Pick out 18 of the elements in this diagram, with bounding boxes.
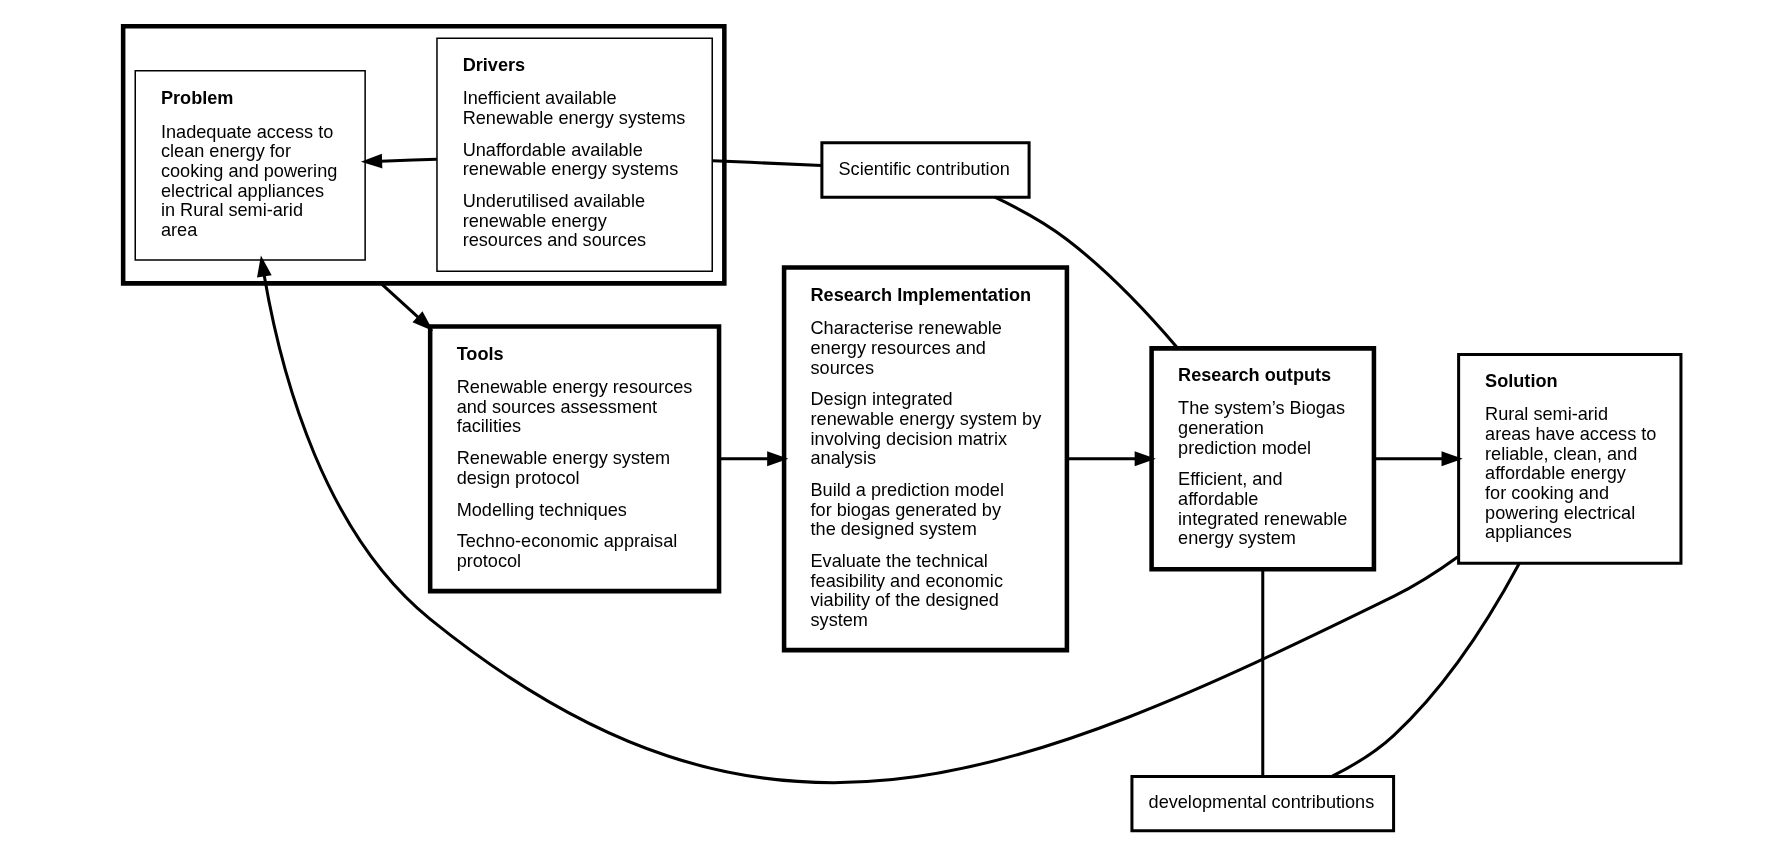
- node-box: Drivers Inefficient available Renewable energy systems Unaffordable available renewable energy systems Underutilised available renewable energy resources and sources: [435, 37, 713, 272]
- arrow: [256, 255, 1459, 784]
- connector: [1260, 569, 1264, 776]
- arrow: [1066, 451, 1156, 467]
- node-box: Research Implementation Characterise renewable energy resources and sources Design integrated renewable energy system by involving decision matrix analysis Build a prediction model for biogas generated by the designed system Evaluate the technical feasibility and economic viability of the designed system: [781, 265, 1069, 653]
- arrow: [1373, 451, 1463, 467]
- node-box: Scientific contribution: [819, 141, 1031, 199]
- node-box: Problem Inadequate access to clean energy for cooking and powering electrical appliances in Rural semi-arid area: [134, 70, 366, 261]
- connector: [1331, 562, 1521, 778]
- node-box: Research outputs The system’s Biogas generation prediction model Efficient, and affordable integrated renewable energy system: [1148, 346, 1376, 572]
- node-box: developmental contributions: [1129, 774, 1395, 833]
- arrow: [360, 153, 437, 169]
- connector: [712, 159, 822, 167]
- arrow: [718, 451, 788, 467]
- arrow: [379, 282, 433, 332]
- cluster: [120, 23, 727, 286]
- node-box: Tools Renewable energy resources and sources assessment facilities Renewable energy system design protocol Modelling techniques Techno-economic appraisal protocol: [427, 324, 721, 594]
- node-box: Solution Rural semi-arid areas have access to reliable, clean, and affordable energy for cooking and powering electrical appliances: [1456, 352, 1682, 565]
